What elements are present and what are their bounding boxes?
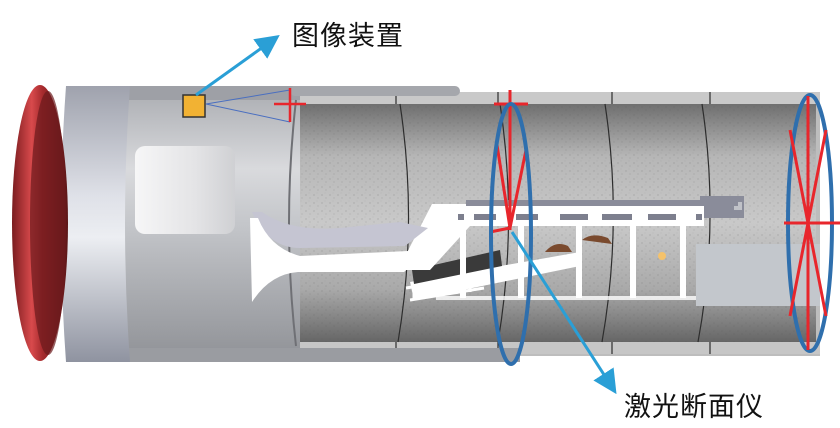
laser-leader-line xyxy=(510,231,617,395)
laser-scanner-1 xyxy=(489,90,533,366)
cutter-head xyxy=(12,85,68,361)
camera-leader-line xyxy=(195,35,280,97)
camera-device xyxy=(182,88,306,123)
gripper-ring xyxy=(61,86,130,362)
laser-profiler-label: 激光断面仪 xyxy=(624,392,764,423)
conveyor xyxy=(398,196,820,306)
camera-device-label: 图像装置 xyxy=(292,21,404,52)
laser-scanner-2 xyxy=(784,93,840,353)
shield xyxy=(120,86,520,362)
